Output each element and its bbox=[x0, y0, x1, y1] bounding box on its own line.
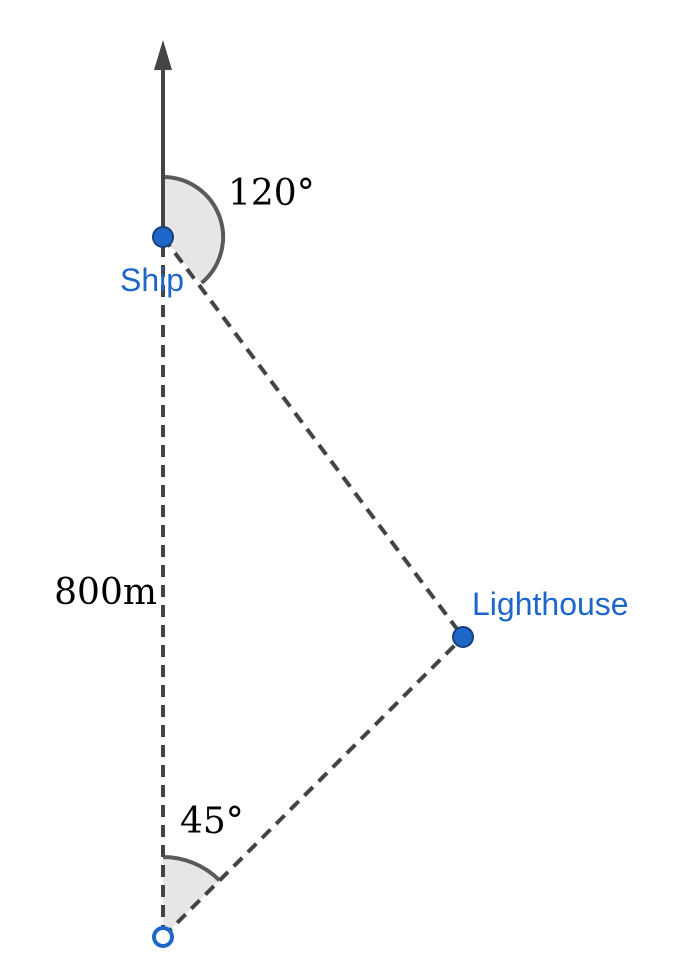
lighthouse-label: Lighthouse bbox=[472, 586, 629, 622]
ship-label: Ship bbox=[120, 262, 184, 298]
ship-point bbox=[152, 226, 174, 248]
start-angle-arc bbox=[162, 854, 222, 882]
distance-label: 800m bbox=[54, 572, 157, 613]
start-angle-label: 45° bbox=[180, 801, 244, 842]
ship-to-lighthouse-dashed-line bbox=[161, 235, 465, 639]
lighthouse-point bbox=[452, 626, 474, 648]
north-arrow-head bbox=[154, 40, 172, 70]
ship-angle-sector bbox=[163, 176, 224, 283]
start-to-lighthouse-dashed-line bbox=[161, 635, 465, 939]
ship-angle-label: 120° bbox=[228, 173, 315, 214]
start-point bbox=[152, 926, 174, 948]
ship-angle-arc bbox=[162, 174, 226, 285]
start-angle-sector bbox=[163, 856, 220, 937]
